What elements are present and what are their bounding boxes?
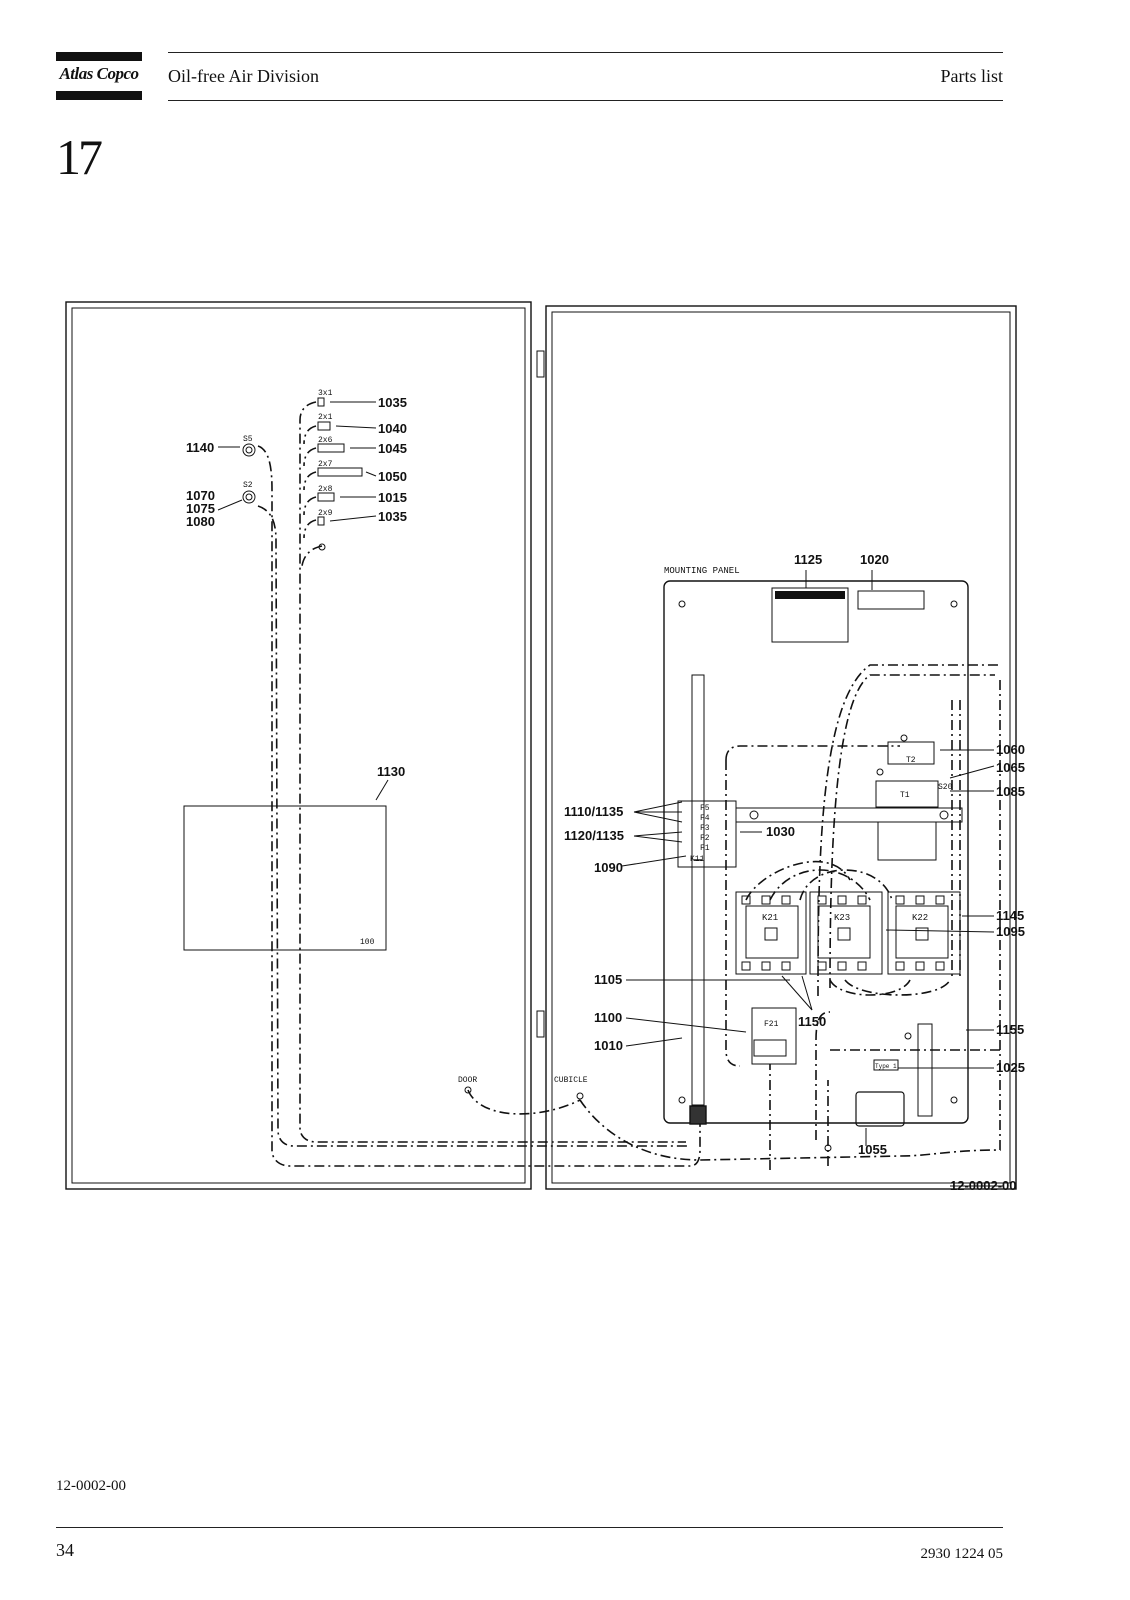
callout-1065: 1065 [996, 760, 1025, 775]
division-title: Oil-free Air Division [168, 66, 319, 86]
cubicle-inner-frame [551, 311, 1011, 1184]
page-number: 34 [56, 1540, 74, 1560]
callout-1105: 1105 [594, 972, 622, 987]
overload-relay-f21 [751, 1007, 797, 1065]
relay-module-1020 [857, 590, 925, 610]
switch-s5[interactable] [242, 443, 256, 457]
nameplate [855, 1091, 905, 1127]
wire-cubicle-loop [579, 680, 1001, 1161]
logo-bar-bottom [56, 91, 142, 100]
callout-1040: 1040 [378, 421, 407, 436]
document-number: 2930 1224 05 [920, 1546, 1004, 1562]
callout-1085: 1085 [996, 784, 1025, 799]
callout-1145: 1145 [996, 908, 1024, 923]
terminal-block [677, 800, 737, 868]
transformer-t2-label: T2 [906, 756, 916, 765]
callout-1050: 1050 [378, 469, 407, 484]
callout-1060: 1060 [996, 742, 1025, 757]
fuse-f5-label: F5 [700, 804, 710, 813]
mounting-panel-title: MOUNTING PANEL [664, 566, 740, 576]
callout-1020: 1020 [860, 552, 889, 567]
multiplier-3x1: 3x1 [318, 389, 333, 398]
terminal-k11-label: K11 [690, 855, 705, 864]
callout-1015: 1015 [378, 490, 407, 505]
document-box [183, 805, 387, 951]
door-outer-frame [65, 301, 532, 1190]
fuse-f4-label: F4 [700, 814, 710, 823]
drawing-number: 12-0002-00 [950, 1178, 1017, 1193]
callout-1155: 1155 [996, 1022, 1024, 1037]
figure-reference: 12-0002-00 [56, 1478, 126, 1494]
callout-1010: 1010 [594, 1038, 623, 1053]
fuse-f3-label: F3 [700, 824, 710, 833]
wire-door-right [257, 505, 690, 1147]
multiplier-2x6: 2x6 [318, 436, 333, 445]
multiplier-2x1: 2x1 [318, 413, 333, 422]
chapter-number: 17 [56, 129, 103, 185]
callout-1130: 1130 [377, 764, 405, 779]
callout-1125: 1125 [794, 552, 822, 567]
callout-1075: 1075 [186, 501, 215, 516]
contactor-k21-label: K21 [762, 913, 778, 923]
contactor-k22-frame [887, 891, 961, 975]
box-number: 100 [360, 938, 375, 947]
atlas-copco-logo: Atlas Copco [59, 64, 139, 83]
callout-1095: 1095 [996, 924, 1025, 939]
callout-1100: 1100 [594, 1010, 622, 1025]
mounting-panel [663, 580, 969, 1124]
multiplier-2x7: 2x7 [318, 460, 333, 469]
callout-1035-a: 1035 [378, 395, 407, 410]
transformer-t1-label: T1 [900, 791, 910, 800]
logo-bar-top [56, 52, 142, 61]
multiplier-2x9: 2x9 [318, 509, 333, 518]
cubicle-label: CUBICLE [554, 1076, 588, 1085]
door-label: DOOR [458, 1076, 477, 1085]
wire-bundle-left [299, 401, 686, 1143]
transformer-t1 [875, 780, 939, 808]
section-title: Parts list [940, 66, 1003, 86]
cubicle-outer-frame [545, 305, 1017, 1190]
cable-duct-vertical [691, 674, 705, 1106]
callout-1140: 1140 [186, 440, 214, 455]
contactor-k22-label: K22 [912, 913, 928, 923]
hinge-top [536, 350, 545, 378]
callout-1030: 1030 [766, 824, 795, 839]
callout-1055: 1055 [858, 1142, 887, 1157]
transformer-t2 [887, 741, 935, 765]
callout-1070: 1070 [186, 488, 215, 503]
switch-s2[interactable] [242, 490, 256, 504]
plc-module [771, 587, 849, 643]
contactor-k21-frame [735, 891, 807, 975]
fuse-f1-label: F1 [700, 844, 710, 853]
relay-f21-label: F21 [764, 1020, 779, 1029]
transformer-body [877, 821, 937, 861]
contactor-k23-label: K23 [834, 913, 850, 923]
callout-1120-1135: 1120/1135 [564, 828, 624, 843]
wire-door-left [257, 445, 701, 1167]
footer-rule [56, 1527, 1003, 1528]
switch-s2-label: S2 [243, 481, 253, 490]
door-inner-frame [71, 307, 526, 1184]
contactor-k23-frame [809, 891, 883, 975]
horizontal-rail [735, 807, 963, 823]
switch-s20-label: S20 [938, 783, 953, 792]
header-rule-bottom [168, 100, 1003, 101]
wire-door-cubicle [467, 1089, 581, 1115]
hinge-bottom [536, 1010, 545, 1038]
earth-bracket [917, 1023, 933, 1117]
header-rule-top [168, 52, 1003, 53]
callout-1025: 1025 [996, 1060, 1025, 1075]
cable-gland [689, 1105, 707, 1125]
fuse-f2-label: F2 [700, 834, 710, 843]
switch-s5-label: S5 [243, 435, 253, 444]
callout-1110-1135: 1110/1135 [564, 804, 623, 819]
callout-1150: 1150 [798, 1014, 826, 1029]
type-plate-label: Type 1 [875, 1063, 897, 1070]
multiplier-2x8: 2x8 [318, 485, 333, 494]
callout-1090: 1090 [594, 860, 623, 875]
callout-1035-b: 1035 [378, 509, 407, 524]
callout-1080: 1080 [186, 514, 215, 529]
callout-1045: 1045 [378, 441, 407, 456]
